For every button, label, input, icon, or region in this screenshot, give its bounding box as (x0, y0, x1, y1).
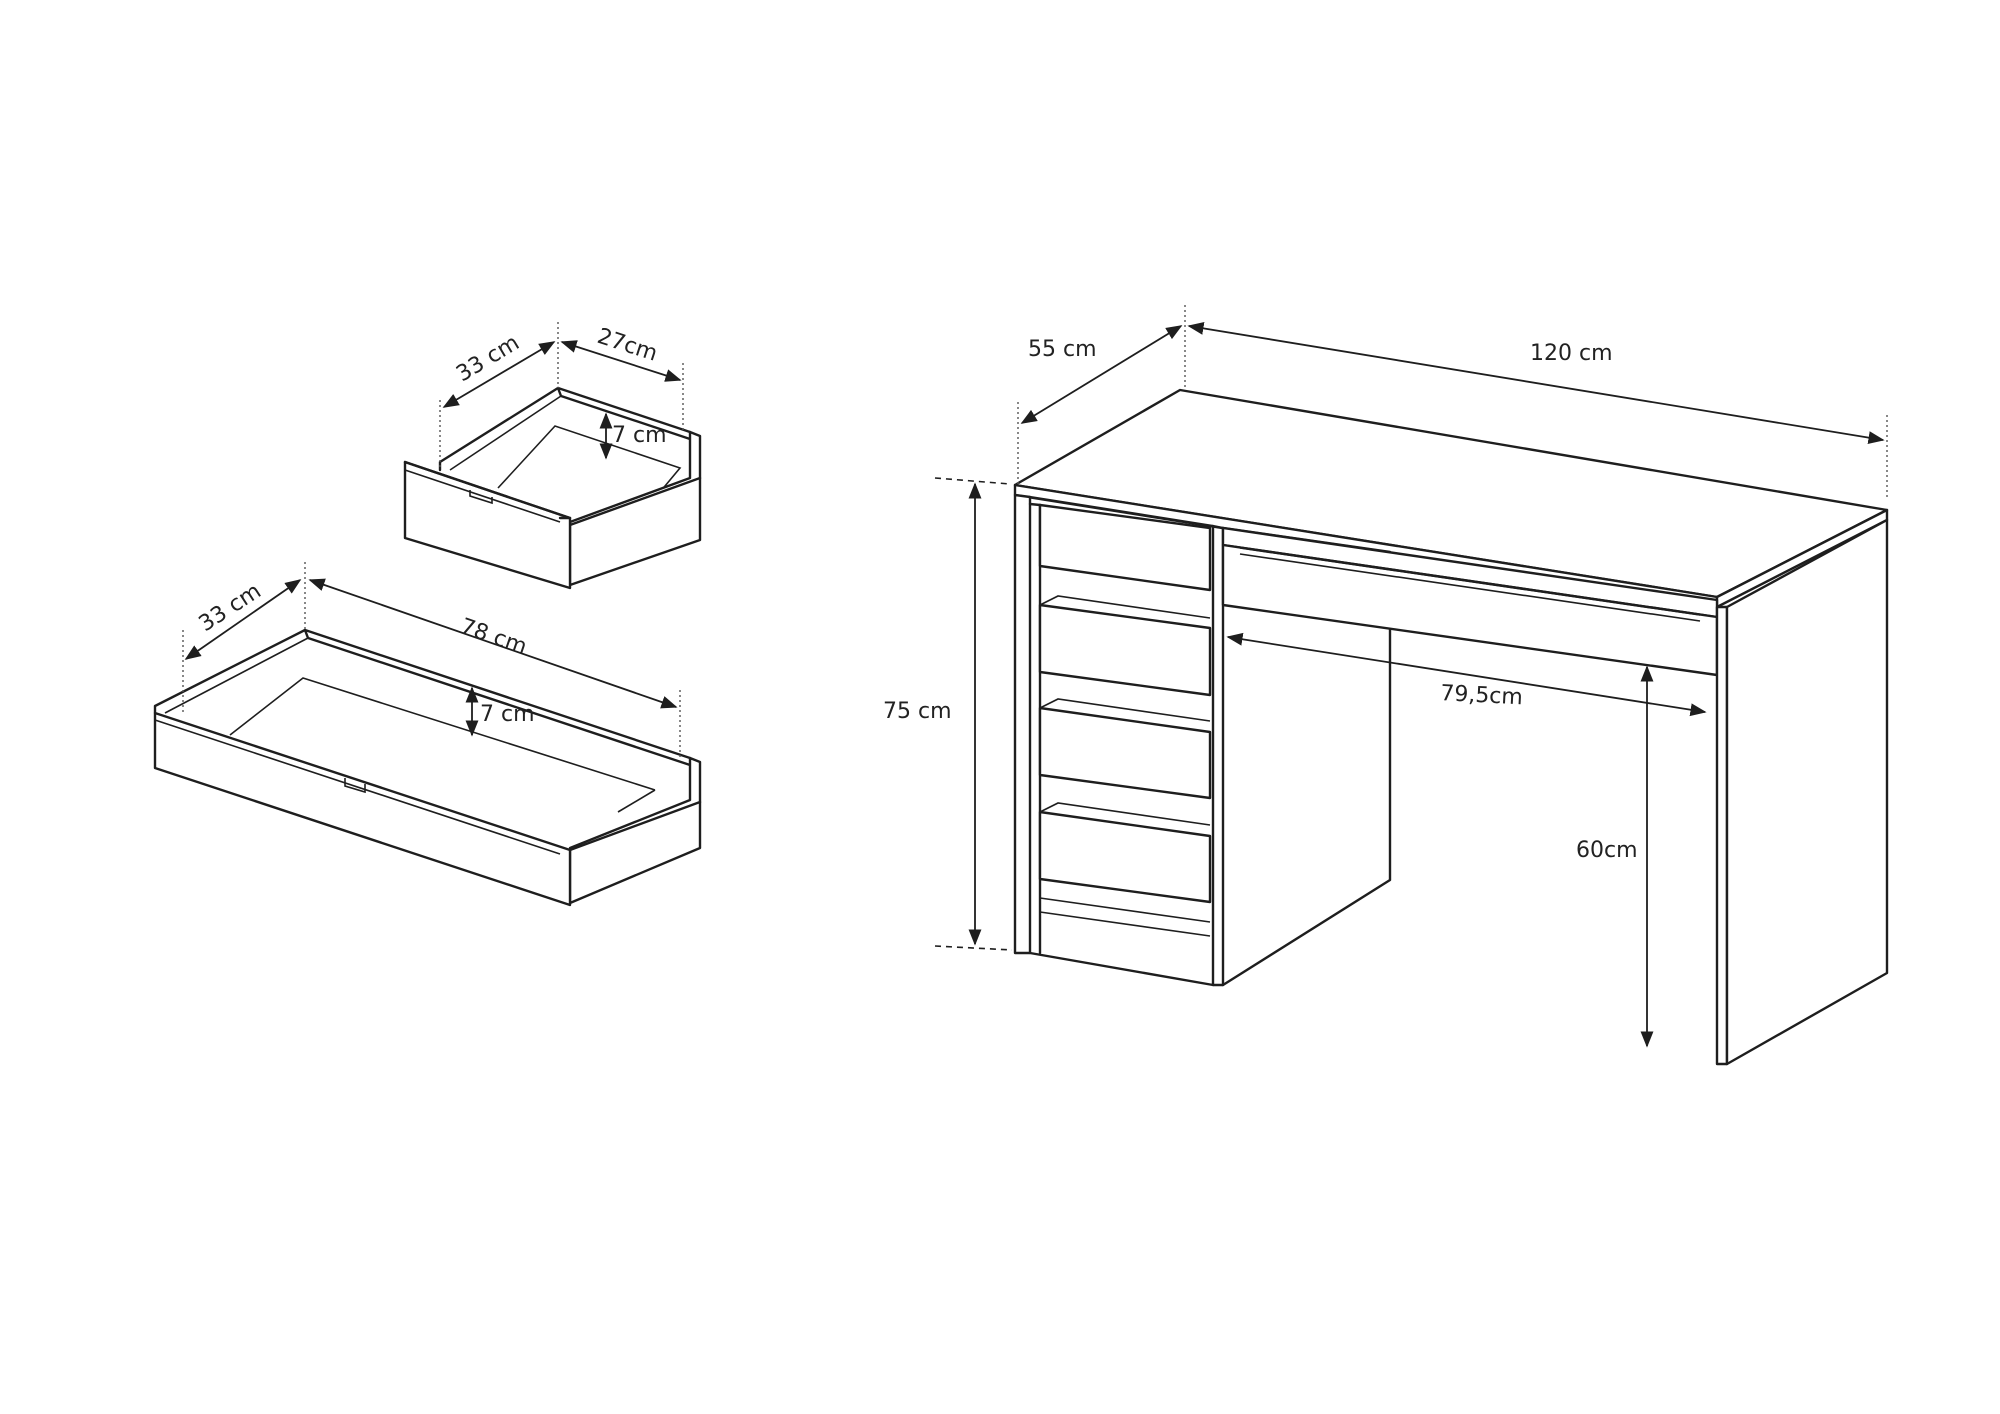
desk-dimensions: 55 cm 120 cm 75 cm 79,5cm 60cm (883, 305, 1888, 1048)
large-drawer-width-label: 78 cm (457, 614, 530, 660)
small-drawer-depth-line (442, 341, 556, 408)
desk-knee-width-line (1226, 632, 1707, 717)
desk-depth-line (1020, 325, 1183, 424)
small-drawer-width-line (560, 340, 682, 382)
desk-drawer-1 (1038, 503, 1212, 592)
small-drawer (403, 386, 702, 590)
desk-knee-width-label: 79,5cm (1440, 681, 1524, 710)
desk-right-leg (1715, 605, 1729, 1066)
desk-width-line (1187, 321, 1885, 445)
desk-depth-label: 55 cm (1028, 337, 1097, 362)
desk-height-label: 75 cm (883, 699, 952, 724)
small-drawer-height-label: 7 cm (612, 423, 667, 448)
desk-knee-height-label: 60cm (1576, 838, 1638, 863)
desk-drawer-3 (1038, 706, 1212, 800)
desk-drawer-stack (1038, 503, 1212, 937)
large-drawer-height-label: 7 cm (480, 702, 535, 727)
desk (1013, 388, 1889, 1066)
small-drawer-depth-label: 33 cm (452, 330, 524, 387)
desk-drawer-4 (1038, 810, 1212, 904)
desk-left-side (1013, 493, 1032, 955)
large-drawer-width-line (308, 578, 678, 709)
desk-drawer-2 (1038, 603, 1212, 697)
large-drawer-depth-line (184, 579, 302, 660)
desk-width-label: 120 cm (1530, 341, 1613, 366)
small-drawer-width-label: 27cm (594, 324, 660, 367)
large-drawer (153, 628, 702, 907)
